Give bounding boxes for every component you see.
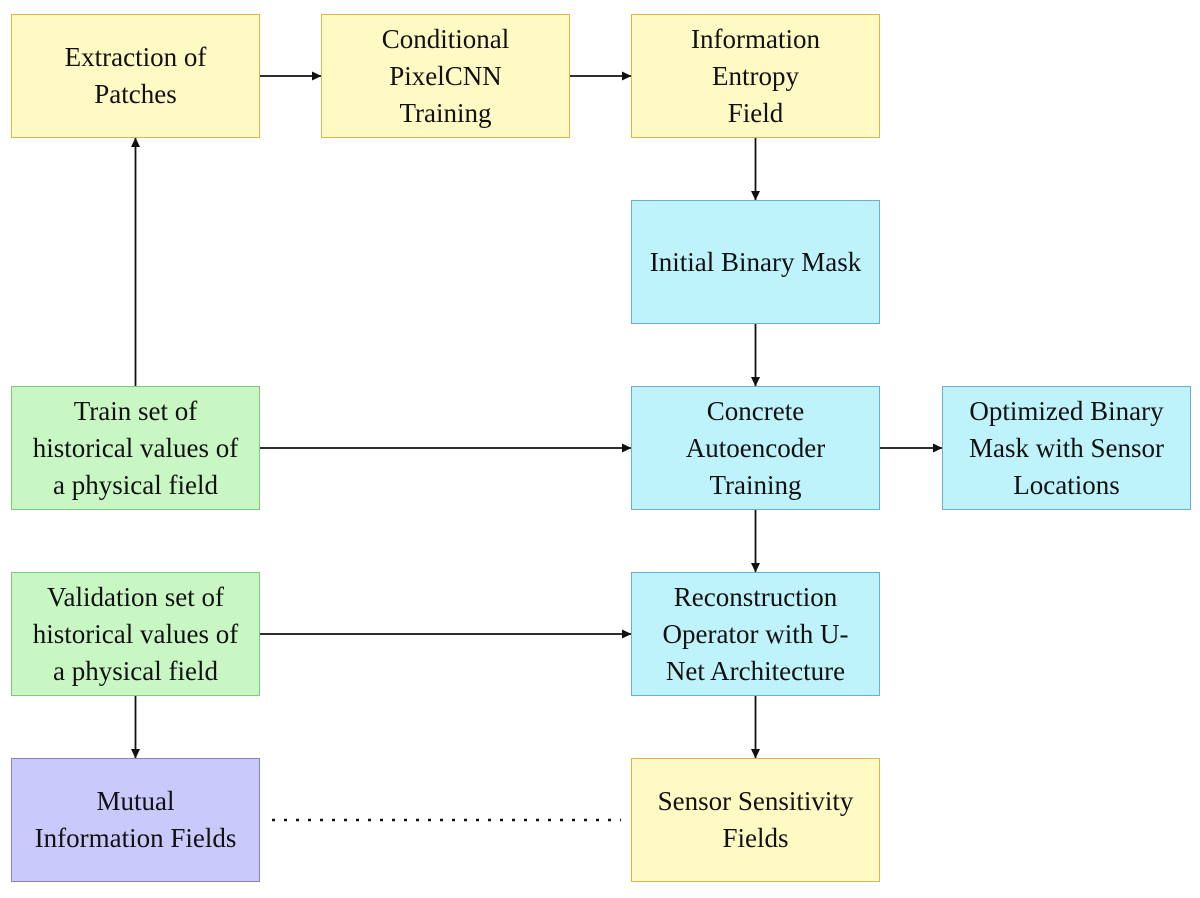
node-label-line: a physical field [53,469,218,500]
node-label-line: Optimized Binary [969,395,1164,426]
node-label-line: historical values of [32,432,239,463]
node-label-line: Locations [1013,469,1120,500]
node-label-line: Mask with Sensor [969,432,1164,463]
node-label-line: Train set of [73,395,198,426]
node-label-line: Information Fields [34,823,237,853]
node-label-line: Conditional [381,23,510,54]
node-label-line: Patches [94,79,177,109]
node-train-set: Train set of historical values of a physic… [11,386,260,510]
node-label-line: Sensor Sensitivity [657,786,854,816]
node-extraction-of-patches: Extraction of Patches [11,14,260,138]
node-label-line: PixelCNN [389,60,502,91]
node-label-line: Net Architecture [665,655,846,686]
node-label-line: Concrete [706,395,805,426]
node-label-line: Reconstruction [673,581,838,612]
node-label-line: a physical field [53,655,218,686]
node-initial-binary-mask: Initial Binary Mask [631,200,880,324]
node-label-line: Field [727,97,784,128]
node-label-line: Information [691,23,820,54]
node-label-line: Fields [722,823,789,853]
node-label-line: Autoencoder [685,432,826,463]
node-label-line: Extraction of [64,42,207,72]
node-label-line: historical values of [32,618,239,649]
node-label-line: Validation set of [47,581,224,612]
node-label-line: Training [399,97,492,128]
node-label-line: Training [709,469,802,500]
node-label-line: Initial Binary Mask [649,246,862,277]
node-label-line: Operator with U- [662,618,849,649]
node-label-line: Mutual [96,786,175,816]
node-label-line: Entropy [712,60,799,91]
node-validation-set: Validation set of historical values of a p… [11,572,260,696]
